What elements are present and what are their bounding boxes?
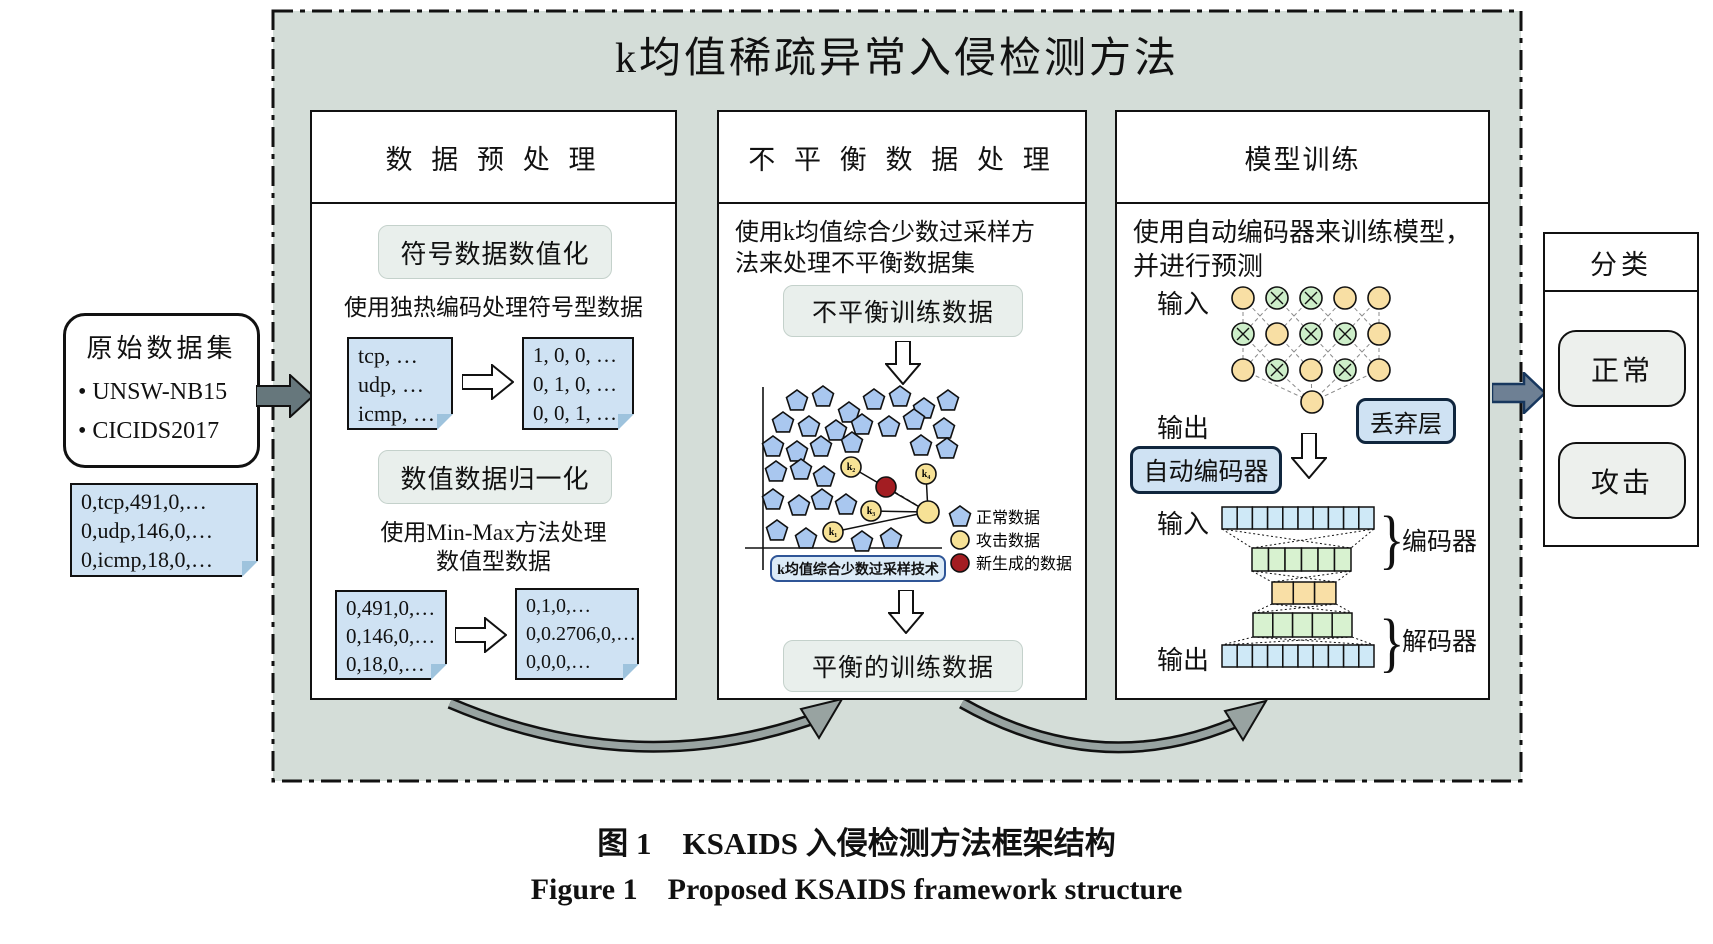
ae-bottleneck-layer: [1271, 581, 1337, 605]
cluster-label: k₂: [847, 462, 856, 473]
imbalanced-train-data-pill: 不平衡训练数据: [783, 285, 1023, 337]
ae-input-label: 输入: [1157, 510, 1210, 539]
pentagon-icon: [948, 505, 972, 527]
down-arrow-icon: [1291, 433, 1327, 479]
step-symbol-numeric-pill: 符号数据数值化: [378, 225, 612, 279]
nn-nodes: [1231, 286, 1391, 414]
frame-title: k均值稀疏异常入侵检测方法: [614, 36, 1179, 82]
imbalance-desc-line1: 使用k均值综合少数过采样方: [735, 220, 1035, 246]
cluster-label: k₃: [867, 506, 876, 517]
encoder-brace: }: [1379, 503, 1405, 576]
decoder-brace: }: [1379, 606, 1405, 679]
input-arrow-icon: [256, 374, 314, 418]
dataset-item: • UNSW-NB15: [78, 379, 228, 405]
note-numeric-after: 0,1,0,… 0,0.2706,0,… 0,0,0,…: [515, 588, 639, 680]
note-line: 0, 0, 1, …: [533, 401, 617, 425]
class-attack: 攻击: [1558, 442, 1686, 519]
yellow-circle-icon: [950, 530, 970, 550]
encoder-label: 编码器: [1402, 529, 1478, 556]
autoencoder-stack-diagram: [1221, 506, 1375, 668]
dropout-network-diagram: [1231, 286, 1391, 414]
note-symbolic-before: tcp, … udp, … icmp, …: [347, 337, 453, 430]
ae-output-label: 输出: [1157, 646, 1210, 675]
legend-attack-label: 攻击数据: [976, 532, 1040, 550]
note-line: 0,146,0,…: [346, 624, 436, 648]
red-circle-icon: [950, 553, 970, 573]
legend-new-label: 新生成的数据: [976, 555, 1072, 573]
synthetic-center-point: [916, 500, 940, 524]
new-generated-point: [875, 476, 897, 498]
note-line: 0,0,0,…: [526, 651, 591, 673]
nn-output-label: 输出: [1157, 414, 1210, 443]
sample-line: 0,udp,146,0,…: [81, 518, 213, 543]
ae-input-layer: [1221, 506, 1375, 530]
nn-input-label: 输入: [1157, 290, 1210, 319]
training-desc-line2: 并进行预测: [1133, 252, 1264, 281]
class-normal: 正常: [1558, 330, 1686, 407]
legend-normal-label: 正常数据: [976, 509, 1040, 527]
curved-arrow-1: [447, 697, 845, 753]
note-numeric-before: 0,491,0,… 0,146,0,… 0,18,0,…: [335, 590, 447, 680]
note-line: tcp, …: [358, 343, 418, 368]
scatter-legend: 正常数据 攻击数据 新生成的数据: [948, 505, 1072, 573]
note-line: udp, …: [358, 372, 424, 397]
output-arrow-icon: [1492, 372, 1546, 414]
caption-zh: 图 1 KSAIDS 入侵检测方法框架结构: [597, 826, 1116, 861]
dataset-item: • CICIDS2017: [78, 418, 220, 444]
transform-arrow-icon: [455, 617, 507, 653]
cluster-label: k₁: [829, 527, 838, 538]
step2-description-line2: 数值型数据: [436, 549, 551, 574]
kmeans-smote-tag: k均值综合少数过采样技术: [770, 555, 946, 582]
ae-output-layer: [1221, 644, 1375, 668]
cluster-label: k₄: [922, 469, 931, 480]
step1-description: 使用独热编码处理符号型数据: [344, 295, 643, 320]
down-arrow-icon: [885, 341, 921, 385]
panel-preprocessing-header: 数 据 预 处 理: [312, 112, 675, 204]
ae-layer-links: [1221, 528, 1375, 646]
note-line: 0,18,0,…: [346, 652, 425, 676]
step2-description-line1: 使用Min-Max方法处理: [380, 520, 607, 545]
imbalance-desc-line2: 法来处理不平衡数据集: [735, 251, 975, 277]
ae-encoder-hidden-layer: [1251, 547, 1352, 572]
dropout-layer-tag: 丢弃层: [1356, 398, 1456, 444]
nn-connections: [1242, 297, 1380, 403]
raw-sample-note: 0,tcp,491,0,… 0,udp,146,0,… 0,icmp,18,0,…: [70, 483, 258, 577]
panel-imbalance-header: 不 平 衡 数 据 处 理: [719, 112, 1085, 204]
autoencoder-tag: 自动编码器: [1130, 446, 1282, 494]
kmeans-scatter-plot: k₁ k₂ k₃ k₄ 正常数据 攻击数据 新生成的数据: [745, 385, 1072, 573]
note-line: 0,1,0,…: [526, 595, 591, 617]
step-normalize-pill: 数值数据归一化: [378, 450, 612, 504]
source-dataset-box: 原始数据集 • UNSW-NB15 • CICIDS2017: [63, 313, 260, 468]
note-symbolic-after: 1, 0, 0, … 0, 1, 0, … 0, 0, 1, …: [522, 337, 634, 430]
sample-line: 0,tcp,491,0,…: [81, 489, 207, 514]
note-line: 0,0.2706,0,…: [526, 623, 636, 645]
note-line: 0,491,0,…: [346, 596, 436, 620]
note-line: 1, 0, 0, …: [533, 343, 617, 367]
ae-decoder-hidden-layer: [1252, 612, 1353, 638]
decoder-label: 解码器: [1402, 629, 1478, 656]
panel-training-header: 模型训练: [1117, 112, 1488, 204]
caption-en: Figure 1 Proposed KSAIDS framework struc…: [530, 873, 1183, 906]
balanced-train-data-pill: 平衡的训练数据: [783, 640, 1023, 692]
note-line: icmp, …: [358, 401, 435, 426]
source-dataset-title: 原始数据集: [86, 334, 237, 363]
classification-header: 分类: [1545, 234, 1697, 292]
training-desc-line1: 使用自动编码器来训练模型，: [1133, 218, 1472, 247]
transform-arrow-icon: [462, 364, 514, 400]
note-line: 0, 1, 0, …: [533, 372, 617, 396]
down-arrow-icon: [888, 590, 924, 634]
sample-line: 0,icmp,18,0,…: [81, 547, 213, 572]
attack-data-points: k₁ k₂ k₃ k₄: [822, 456, 940, 543]
classification-box: 分类 正常 攻击: [1543, 232, 1699, 547]
curved-arrow-2: [959, 697, 1269, 754]
